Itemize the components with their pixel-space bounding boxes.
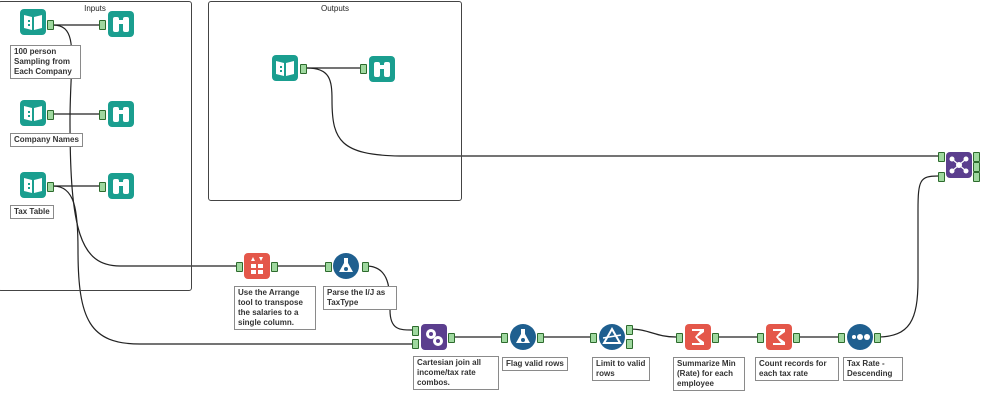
binoculars-icon (113, 179, 129, 194)
browse-tool[interactable] (108, 173, 134, 199)
formula-tool[interactable] (510, 324, 536, 350)
output-anchor[interactable] (47, 20, 54, 30)
sigma-icon (692, 329, 704, 345)
book-icon (24, 178, 42, 193)
input-anchor[interactable] (412, 339, 419, 349)
tool-annotation: Limit to valid rows (592, 357, 650, 381)
output-anchor[interactable] (874, 333, 881, 343)
input-data-tool[interactable] (20, 172, 46, 198)
formula-tool[interactable] (333, 253, 359, 279)
binoculars-icon (113, 17, 129, 32)
tool-annotation: Tax Table (10, 205, 54, 219)
input-data-tool[interactable] (20, 100, 46, 126)
input-anchor[interactable] (501, 333, 508, 343)
tool-annotation: Use the Arrange tool to transpose the sa… (234, 286, 316, 330)
wire (628, 328, 677, 338)
flask-icon (516, 329, 530, 343)
tool-annotation: Company Names (10, 133, 83, 147)
input-anchor[interactable] (838, 333, 845, 343)
tool-annotation: Summarize Min (Rate) for each employee (673, 357, 745, 391)
gears-icon (426, 329, 443, 346)
wire (876, 175, 939, 338)
book-icon (276, 61, 294, 76)
output-anchor[interactable] (973, 172, 980, 182)
book-icon (24, 106, 42, 121)
outputs-container[interactable]: Outputs (208, 1, 462, 201)
input-data-tool[interactable] (272, 55, 298, 81)
input-anchor[interactable] (236, 262, 243, 272)
output-anchor[interactable] (47, 182, 54, 192)
false-anchor[interactable] (626, 339, 633, 349)
input-anchor[interactable] (938, 172, 945, 182)
browse-tool[interactable] (108, 11, 134, 37)
wire (52, 24, 236, 267)
input-anchor[interactable] (325, 262, 332, 272)
append-fields-tool[interactable] (421, 324, 447, 350)
input-anchor[interactable] (99, 20, 106, 30)
summarize-tool[interactable] (766, 324, 792, 350)
output-anchor[interactable] (537, 333, 544, 343)
flask-icon (339, 258, 353, 272)
tool-annotation: Count records for each tax rate (755, 357, 839, 381)
input-anchor[interactable] (412, 326, 419, 336)
binoculars-icon (374, 62, 390, 77)
output-anchor[interactable] (973, 162, 980, 172)
output-anchor[interactable] (47, 110, 54, 120)
wire (52, 185, 412, 345)
output-anchor[interactable] (793, 333, 800, 343)
outputs-container-title: Outputs (320, 4, 349, 13)
union-tool[interactable] (946, 152, 972, 178)
input-anchor[interactable] (360, 64, 367, 74)
wire (306, 67, 938, 157)
output-anchor[interactable] (271, 262, 278, 272)
output-anchor[interactable] (300, 64, 307, 74)
browse-tool[interactable] (108, 101, 134, 127)
output-anchor[interactable] (448, 333, 455, 343)
output-anchor[interactable] (973, 152, 980, 162)
summarize-tool[interactable] (685, 324, 711, 350)
input-anchor[interactable] (590, 333, 597, 343)
input-data-tool[interactable] (20, 9, 46, 35)
input-anchor[interactable] (99, 182, 106, 192)
inputs-container-title: Inputs (84, 4, 106, 13)
tool-annotation: 100 person Sampling from Each Company (10, 45, 81, 79)
sort-tool[interactable] (847, 324, 873, 350)
input-anchor[interactable] (757, 333, 764, 343)
filter-tool[interactable] (599, 324, 625, 350)
triangle-filter-icon (602, 326, 622, 344)
inputs-container[interactable]: Inputs (0, 1, 192, 291)
input-anchor[interactable] (938, 152, 945, 162)
arrange-icon (251, 257, 263, 274)
arrange-tool[interactable] (244, 253, 270, 279)
union-icon (949, 156, 969, 174)
true-anchor[interactable] (626, 325, 633, 335)
tool-annotation: Flag valid rows (502, 357, 568, 371)
sigma-icon (773, 329, 785, 345)
input-anchor[interactable] (99, 110, 106, 120)
book-icon (24, 15, 42, 30)
dots-icon (852, 334, 870, 340)
output-anchor[interactable] (712, 333, 719, 343)
tool-annotation: Parse the I/J as TaxType (323, 286, 397, 310)
tool-annotation: Tax Rate - Descending (843, 357, 903, 381)
output-anchor[interactable] (362, 262, 369, 272)
tool-annotation: Cartesian join all income/tax rate combo… (413, 356, 499, 390)
binoculars-icon (113, 107, 129, 122)
browse-tool[interactable] (369, 56, 395, 82)
input-anchor[interactable] (676, 333, 683, 343)
